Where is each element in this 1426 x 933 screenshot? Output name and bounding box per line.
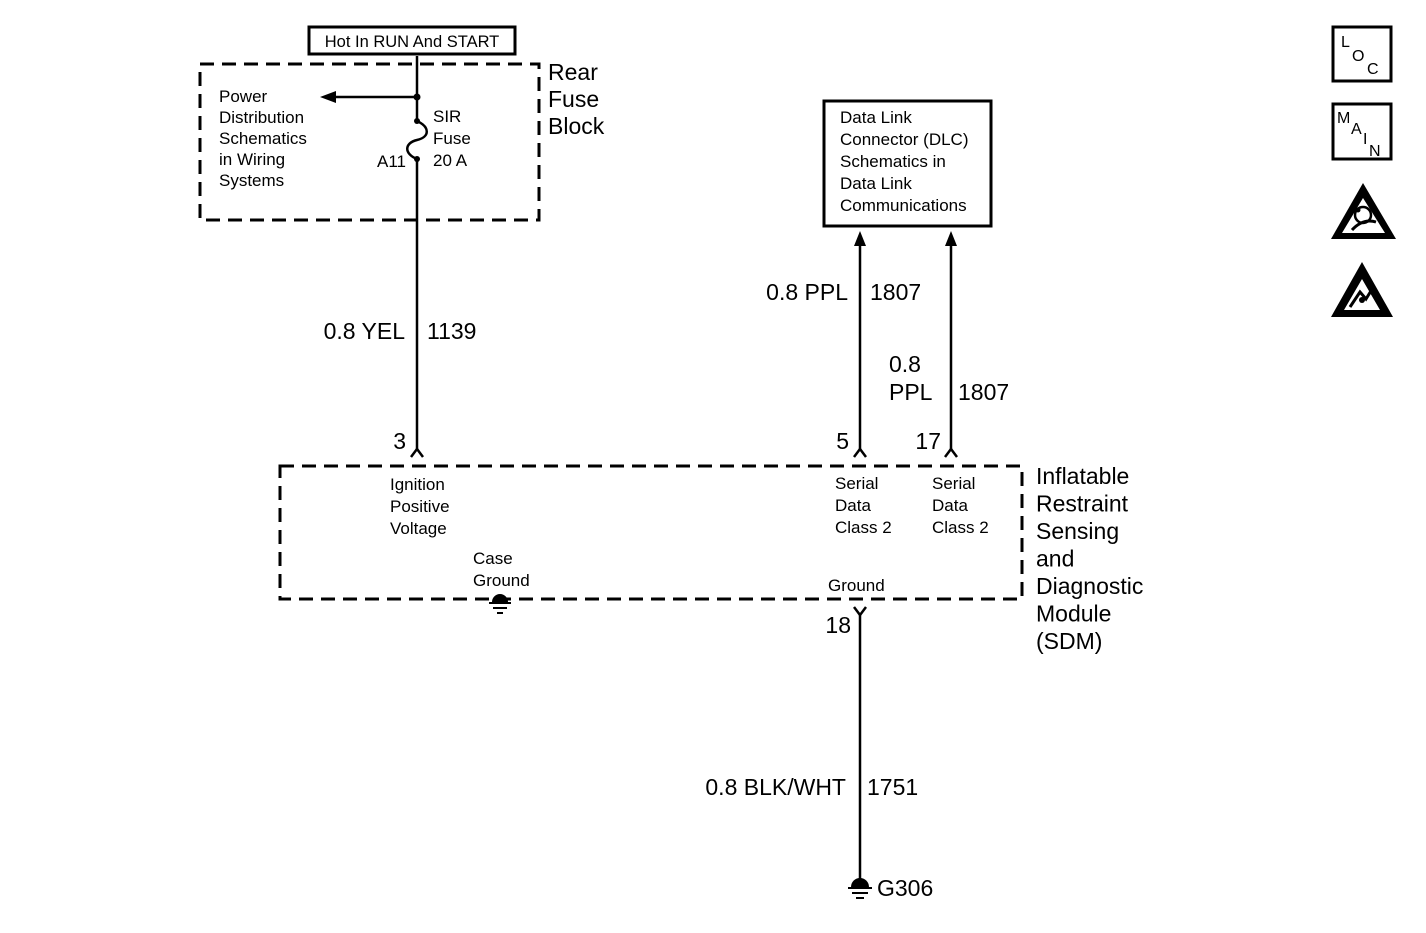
main-button[interactable]: M A I N [1331, 102, 1393, 161]
serial-b-wire-size: 0.8 PPL [889, 351, 933, 405]
pin-18-label: Ground [828, 576, 885, 595]
sdm-module-outline [278, 464, 1024, 601]
dlc-reference-label: Data Link Connector (DLC) Schematics in … [840, 108, 973, 215]
ground-point-label: G306 [877, 875, 933, 901]
main-letter-a: A [1351, 121, 1362, 138]
loc-letter-c: C [1367, 61, 1379, 78]
main-letter-n: N [1369, 143, 1381, 160]
power-source-box [307, 25, 517, 56]
ground-wire-circuit: 1751 [867, 774, 918, 800]
pin-17-label: Serial Data Class 2 [932, 474, 989, 537]
ground-point-icon [848, 878, 872, 899]
pin-number-3: 3 [393, 428, 406, 454]
ignition-wire-circuit: 1139 [427, 318, 476, 344]
serial-data-b-arrow-icon [945, 231, 957, 246]
pin-number-18: 18 [825, 612, 851, 638]
pin-number-5: 5 [836, 428, 849, 454]
pin-number-17: 17 [915, 428, 941, 454]
power-distribution-reference: Power Distribution Schematics in Wiring … [219, 87, 312, 190]
esd-warning-icon[interactable] [1331, 262, 1393, 317]
fuse-symbol [406, 119, 428, 161]
serial-b-wire-circuit: 1807 [958, 379, 1009, 405]
connector-pin-5-icon [853, 446, 867, 458]
serial-a-wire-circuit: 1807 [870, 279, 921, 305]
pin-5-label: Serial Data Class 2 [835, 474, 892, 537]
ground-wire-size-color: 0.8 BLK/WHT [705, 774, 846, 800]
ignition-wire-size-color: 0.8 YEL [324, 318, 406, 344]
case-ground-icon [489, 594, 511, 614]
connector-pin-18-icon [853, 606, 867, 618]
loc-letter-o: O [1352, 48, 1364, 65]
main-letter-m: M [1337, 110, 1350, 127]
case-ground-label: Case Ground [473, 549, 530, 590]
fuse-terminal-label: A11 [377, 152, 406, 171]
main-letter-i: I [1363, 131, 1367, 148]
sdm-module-name: Inflatable Restraint Sensing and Diagnos… [1036, 463, 1150, 654]
airbag-warning-icon[interactable] [1331, 183, 1396, 239]
loc-button[interactable]: L O C [1331, 25, 1393, 83]
rear-fuse-block-outline [198, 62, 541, 222]
branch-arrow-icon [320, 91, 336, 103]
loc-letter-l: L [1341, 34, 1350, 51]
pin-3-label: Ignition Positive Voltage [390, 475, 454, 538]
serial-data-a-arrow-icon [854, 231, 866, 246]
rear-fuse-block-label: Rear Fuse Block [548, 59, 606, 139]
serial-a-wire-size-color: 0.8 PPL [766, 279, 848, 305]
dlc-reference-box [822, 99, 993, 228]
fuse-label: SIR Fuse 20 A [433, 107, 476, 170]
connector-pin-17-icon [944, 446, 958, 458]
power-source-label: Hot In RUN And START [325, 33, 500, 51]
connector-pin-3-icon [410, 446, 424, 458]
